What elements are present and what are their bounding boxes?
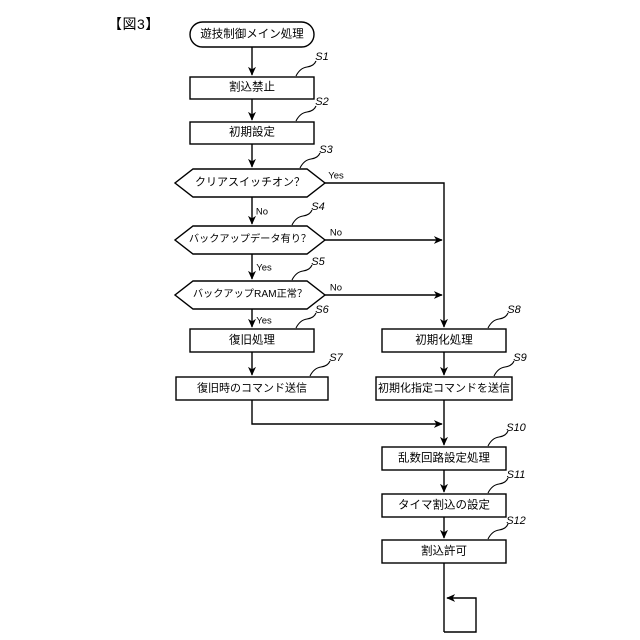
step-label-s9: S9: [513, 352, 527, 364]
connector-s7-to-merge: [251, 400, 443, 428]
node-shape-s3: [173, 168, 327, 198]
branch-label-s5-yes: Yes: [256, 315, 272, 327]
step-label-s12: S12: [506, 515, 526, 527]
figure-number-label: 【図3】: [108, 16, 160, 32]
connector-s3-yes-to-s8: [325, 182, 448, 328]
node-shape-s4: [173, 225, 327, 255]
node-shape-s5: [173, 280, 327, 310]
step-label-s8: S8: [507, 304, 521, 316]
branch-label-s4-no: No: [329, 227, 343, 239]
step-label-s6: S6: [315, 304, 329, 316]
step-label-s10: S10: [506, 422, 526, 434]
branch-label-s5-no: No: [329, 282, 343, 294]
branch-label-s3-no: No: [255, 206, 269, 218]
step-label-s11: S11: [506, 469, 526, 481]
step-label-s3: S3: [319, 144, 333, 156]
step-label-s1: S1: [315, 51, 329, 63]
step-label-s4: S4: [311, 201, 325, 213]
connector-loop-return: [444, 594, 477, 633]
branch-label-s3-yes: Yes: [328, 170, 344, 182]
step-label-s5: S5: [311, 256, 325, 268]
branch-label-s4-yes: Yes: [256, 262, 272, 274]
step-label-s2: S2: [315, 96, 329, 108]
step-label-s7: S7: [329, 352, 343, 364]
